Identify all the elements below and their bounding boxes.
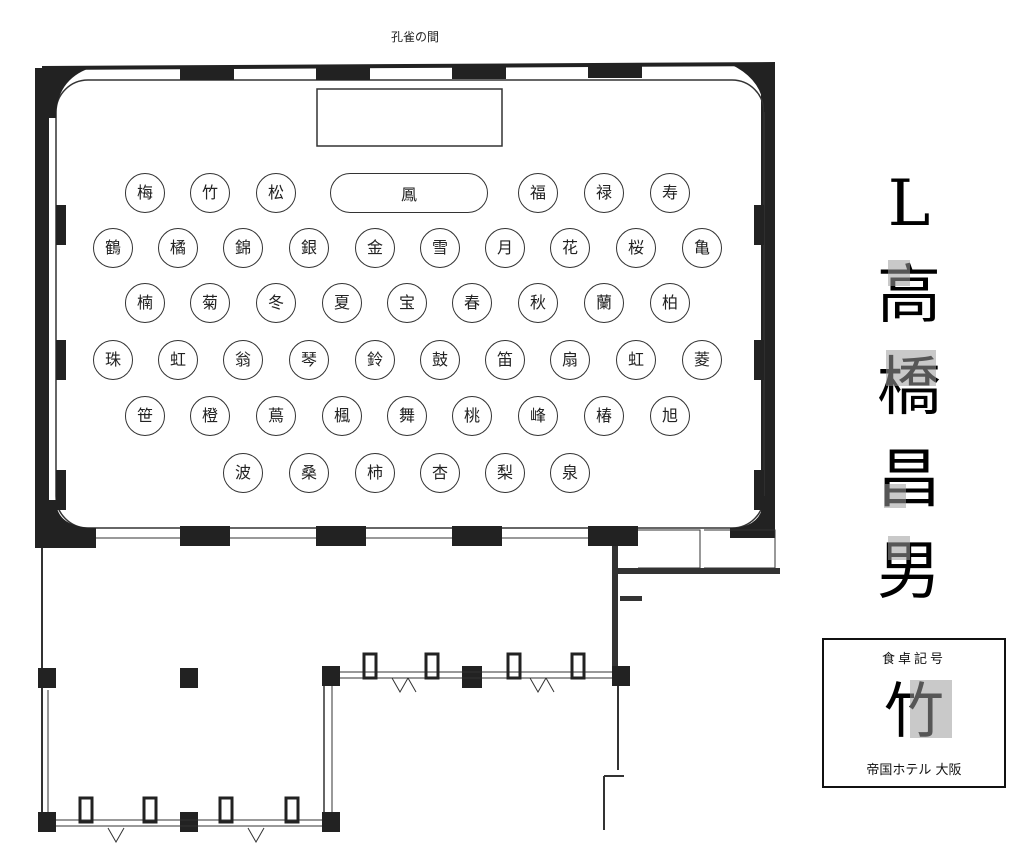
round-table[interactable]: 杏 (420, 453, 460, 493)
hall-inner-outline (55, 79, 765, 529)
round-table[interactable]: 夏 (322, 283, 362, 323)
round-table[interactable]: 菊 (190, 283, 230, 323)
round-table[interactable]: 虹 (616, 340, 656, 380)
round-table[interactable]: 春 (452, 283, 492, 323)
redaction-patch (888, 260, 910, 286)
round-table[interactable]: 竹 (190, 173, 230, 213)
card-hotel-name: 帝国ホテル 大阪 (866, 763, 962, 778)
round-table[interactable]: 桑 (289, 453, 329, 493)
round-table[interactable]: 扇 (550, 340, 590, 380)
round-table[interactable]: 鈴 (355, 340, 395, 380)
redaction-patch (910, 680, 952, 738)
round-table[interactable]: 桜 (616, 228, 656, 268)
round-table[interactable]: 蔦 (256, 396, 296, 436)
round-table[interactable]: 蘭 (584, 283, 624, 323)
redaction-patch (888, 536, 910, 560)
round-table[interactable]: 菱 (682, 340, 722, 380)
round-table[interactable]: 泉 (550, 453, 590, 493)
round-table[interactable]: 楠 (125, 283, 165, 323)
round-table[interactable]: 秋 (518, 283, 558, 323)
redaction-patch (884, 484, 906, 508)
round-table[interactable]: 銀 (289, 228, 329, 268)
round-table[interactable]: 笛 (485, 340, 525, 380)
round-table[interactable]: 梨 (485, 453, 525, 493)
round-table[interactable]: 梅 (125, 173, 165, 213)
round-table[interactable]: 寿 (650, 173, 690, 213)
round-table[interactable]: 鶴 (93, 228, 133, 268)
round-table[interactable]: 橘 (158, 228, 198, 268)
round-table[interactable]: 笹 (125, 396, 165, 436)
card-table-code: 竹 (824, 672, 1004, 752)
round-table[interactable]: 翁 (223, 340, 263, 380)
room-title: 孔雀の間 (390, 30, 439, 44)
head-table[interactable]: 鳳 (330, 173, 488, 213)
stage (316, 88, 503, 147)
round-table[interactable]: 旭 (650, 396, 690, 436)
guest-name-char: 男 (877, 535, 941, 609)
guest-name-char: 昌 (877, 443, 941, 517)
round-table[interactable]: 錦 (223, 228, 263, 268)
round-table[interactable]: 雪 (420, 228, 460, 268)
round-table[interactable]: 福 (518, 173, 558, 213)
round-table[interactable]: 花 (550, 228, 590, 268)
redaction-patch (886, 350, 936, 386)
round-table[interactable]: 冬 (256, 283, 296, 323)
round-table[interactable]: 虹 (158, 340, 198, 380)
round-table[interactable]: 楓 (322, 396, 362, 436)
card-title: 食卓記号 (881, 652, 946, 667)
round-table[interactable]: 宝 (387, 283, 427, 323)
round-table[interactable]: 禄 (584, 173, 624, 213)
round-table[interactable]: 珠 (93, 340, 133, 380)
round-table[interactable]: 峰 (518, 396, 558, 436)
round-table[interactable]: 琴 (289, 340, 329, 380)
round-table[interactable]: 柿 (355, 453, 395, 493)
guest-name-column: L 高 橋 昌 男 (872, 158, 946, 618)
round-table[interactable]: 橙 (190, 396, 230, 436)
round-table[interactable]: 月 (485, 228, 525, 268)
round-table[interactable]: 金 (355, 228, 395, 268)
round-table[interactable]: 椿 (584, 396, 624, 436)
guest-name-char: 橋 (877, 350, 941, 425)
round-table[interactable]: 鼓 (420, 340, 460, 380)
table-code-card: 食卓記号 竹 帝国ホテル 大阪 (822, 638, 1006, 788)
round-table[interactable]: 桃 (452, 396, 492, 436)
guest-row-letter: L (887, 167, 931, 241)
round-table[interactable]: 舞 (387, 396, 427, 436)
round-table[interactable]: 亀 (682, 228, 722, 268)
round-table[interactable]: 柏 (650, 283, 690, 323)
hall-wall-top (41, 62, 776, 70)
round-table[interactable]: 波 (223, 453, 263, 493)
round-table[interactable]: 松 (256, 173, 296, 213)
guest-name-char: 高 (877, 259, 941, 333)
